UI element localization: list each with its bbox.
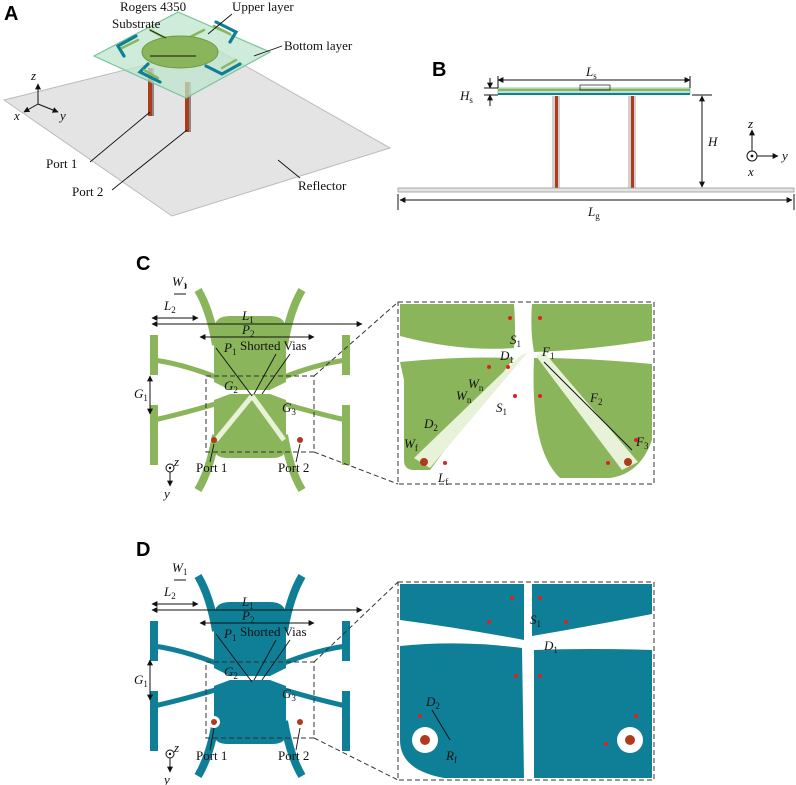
- panel-a: A Roger: [2, 0, 392, 217]
- axes-b: z y x: [746, 116, 788, 179]
- zoom-s1-d: S1: [530, 612, 541, 629]
- axes-d: z y: [162, 740, 179, 785]
- zoom-rf-d: Rf: [445, 748, 457, 765]
- dim-ls: Ls: [585, 64, 597, 81]
- reflector-side: [397, 187, 795, 193]
- zoom-f1-c: F1: [541, 344, 554, 361]
- axis-y-label-b: y: [780, 148, 788, 163]
- dim-g3-d: G3: [282, 686, 296, 703]
- port2-label-d: Port 2: [278, 748, 309, 763]
- dim-w1-c: W1: [172, 274, 187, 291]
- zoom-d1-c: D1: [499, 348, 514, 365]
- panel-d: D: [134, 539, 655, 785]
- axes-c: z y: [162, 454, 179, 501]
- zoom-s1b-c: S1: [496, 400, 507, 417]
- dim-g1-c: G1: [134, 386, 148, 403]
- port2-label-c: Port 2: [278, 460, 309, 475]
- port1-label: Port 1: [46, 156, 77, 171]
- upper-layer-label: Upper layer: [232, 0, 294, 14]
- zoom-detail-d: [397, 581, 655, 781]
- bottom-layer-label: Bottom layer: [284, 38, 353, 53]
- zoom-d2-d: D2: [425, 694, 440, 711]
- zoom-wf-c: Wf: [404, 436, 418, 453]
- zoom-lf-c: Lf: [437, 470, 448, 487]
- zoom-f2-c: F2: [589, 390, 602, 407]
- axis-x-label-b: x: [747, 164, 754, 179]
- zoom-s1a-c: S1: [510, 332, 521, 349]
- zoom-f3-c: F3: [635, 434, 649, 451]
- zoom-wn1-c: Wn: [468, 376, 484, 393]
- port1-label-c: Port 1: [196, 460, 227, 475]
- axis-z-label-c: z: [173, 454, 179, 469]
- dim-g1-d: G1: [134, 672, 148, 689]
- zoom-box-c: [205, 375, 315, 453]
- axis-y-label-d: y: [162, 772, 170, 785]
- zoom-d1-d: D1: [543, 638, 558, 655]
- panel-b-letter: B: [432, 59, 446, 81]
- panel-c: C: [134, 253, 655, 501]
- port1-label-d: Port 1: [196, 748, 227, 763]
- zoom-detail-c: [397, 301, 655, 485]
- dim-l1-d: L1: [241, 594, 254, 611]
- bottom-layer-antenna: [150, 573, 350, 779]
- port2-label: Port 2: [72, 184, 103, 199]
- axis-y-label: y: [58, 108, 66, 123]
- dim-g2-c: G2: [224, 378, 238, 395]
- dim-l2-d: L2: [163, 584, 176, 601]
- dim-h: H: [707, 134, 718, 149]
- dim-p1-d: P1: [223, 626, 236, 643]
- rogers-label: Rogers 4350: [120, 0, 186, 14]
- dim-w1-d: W1: [172, 560, 187, 577]
- panel-c-letter: C: [136, 253, 150, 275]
- panel-a-letter: A: [4, 3, 18, 25]
- dim-l1-c: L1: [241, 308, 254, 325]
- axis-z-label-d: z: [173, 740, 179, 755]
- substrate-label: Substrate: [112, 16, 161, 31]
- zoom-d2-c: D2: [423, 416, 438, 433]
- axis-x-label: x: [13, 108, 20, 123]
- zoom-box-d: [205, 661, 315, 739]
- reflector-label: Reflector: [298, 178, 347, 193]
- dim-p1-c: P1: [223, 340, 236, 357]
- zoom-wn2-c: Wn: [456, 388, 472, 405]
- bottom-layer-side: [498, 93, 690, 95]
- panel-b: B Ls Hs H Lg: [397, 59, 795, 221]
- dim-l2-c: L2: [163, 298, 176, 315]
- axes-a: z x y: [13, 68, 66, 123]
- axis-z-label-b: z: [747, 116, 753, 131]
- feed-lines: [148, 68, 191, 132]
- shorted-vias-c: Shorted Vias: [240, 338, 307, 353]
- dim-g2-d: G2: [224, 664, 238, 681]
- dim-g3-c: G3: [282, 400, 296, 417]
- shorted-vias-d: Shorted Vias: [240, 624, 307, 639]
- panel-d-letter: D: [136, 539, 150, 561]
- dim-hs: Hs: [459, 88, 473, 105]
- center-block: [579, 84, 611, 91]
- dim-lg: Lg: [587, 204, 600, 221]
- axis-y-label-c: y: [162, 486, 170, 501]
- feed-lines-side: [552, 96, 636, 188]
- upper-patch: [141, 35, 219, 69]
- axis-z-label: z: [30, 68, 36, 83]
- bottom-layer-arms: [115, 20, 242, 84]
